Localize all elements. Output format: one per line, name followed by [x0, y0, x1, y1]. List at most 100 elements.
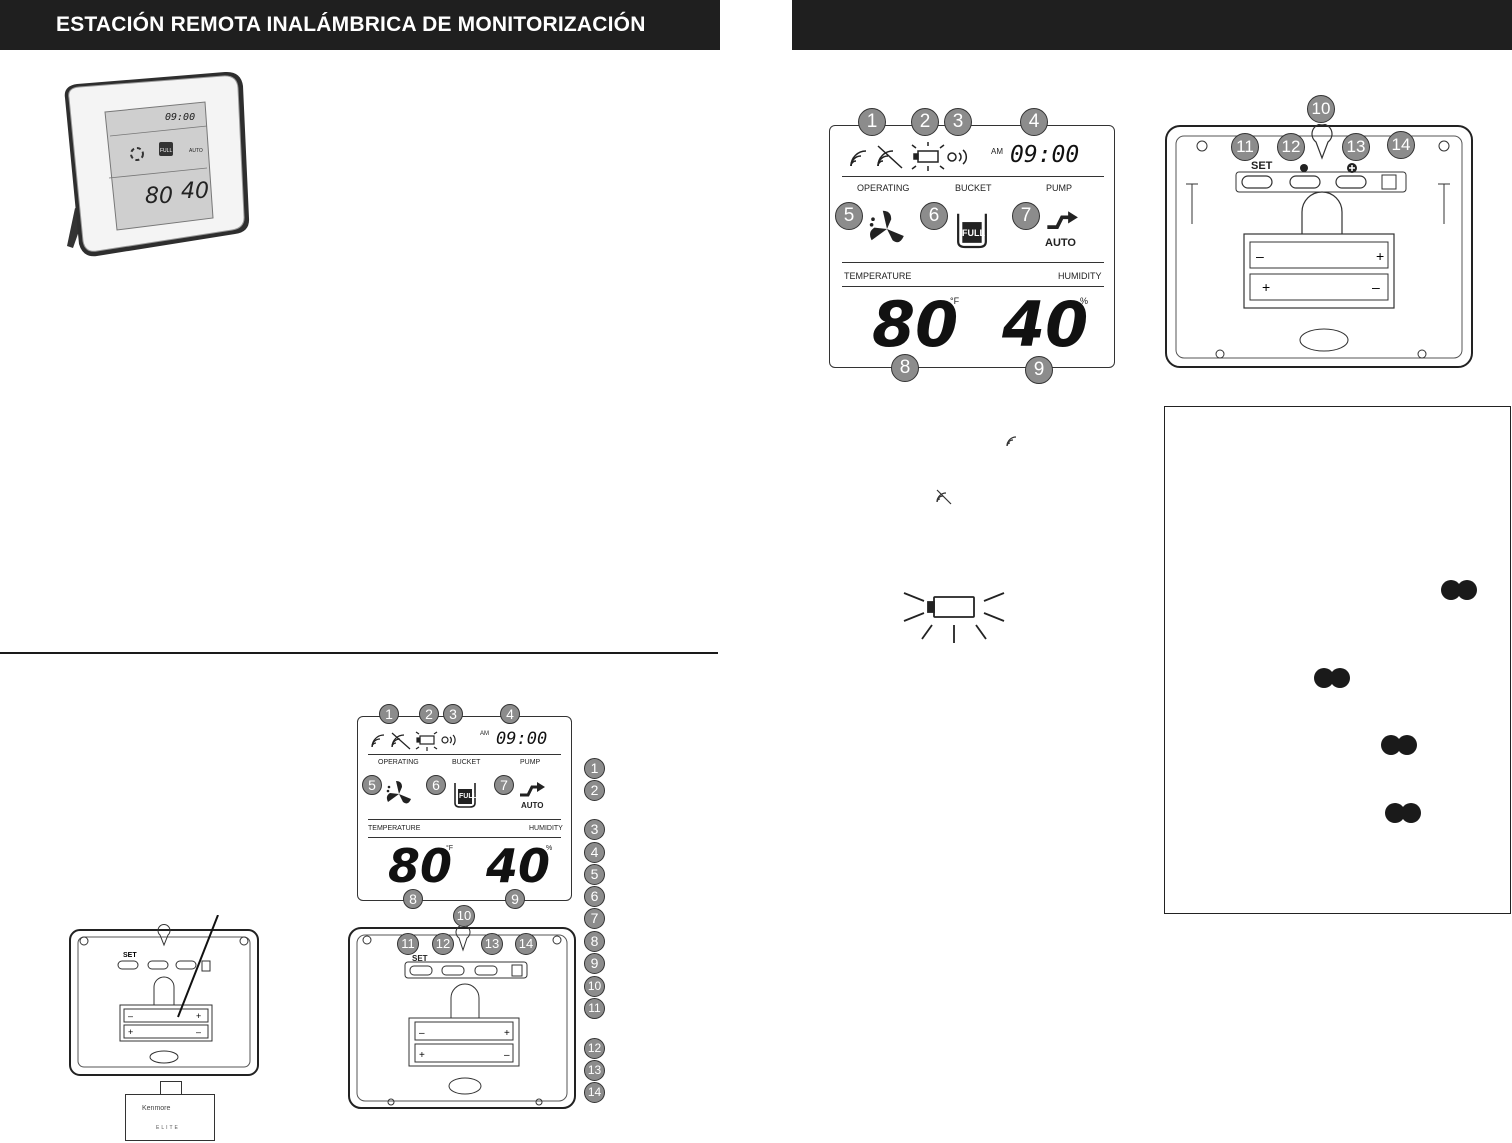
large-bucket-icon: [957, 213, 987, 249]
large-back-set-label: SET: [1251, 160, 1273, 172]
device-photo: 09:00 80 40 FULL AUTO: [64, 71, 250, 257]
small-callout-5: 5: [362, 775, 382, 795]
no-signal-icon: [877, 145, 903, 169]
inline-signal-icon: [1006, 436, 1017, 447]
right-header-bar: [792, 0, 1512, 50]
small-callout-13: 13: [481, 933, 503, 955]
svg-text:–: –: [1256, 248, 1264, 264]
button-marker-1a: [1441, 580, 1461, 600]
svg-text:+: +: [419, 1050, 425, 1061]
button-marker-2a: [1314, 668, 1334, 688]
small-callout-14: 14: [515, 933, 537, 955]
svg-text:–: –: [419, 1028, 425, 1039]
small-bucket-badge: FULL: [459, 793, 477, 800]
small-am-label: AM: [480, 731, 489, 737]
large-callout-3: 3: [944, 108, 972, 136]
button-marker-3b: [1397, 735, 1417, 755]
small-back-unit: SET – + + –: [69, 915, 259, 1076]
svg-text:–: –: [196, 1027, 201, 1037]
small-callout-12: 12: [432, 933, 454, 955]
battery-icon: [415, 731, 438, 751]
small-humidity-value: 40: [486, 839, 551, 893]
small-callout-10: 10: [453, 905, 475, 927]
large-display: OPERATING BUCKET PUMP TEMPERATURE HUMIDI…: [829, 125, 1115, 368]
svg-text:+: +: [1376, 248, 1384, 264]
small-bucket-label: BUCKET: [452, 759, 481, 766]
legend-number-13: 13: [584, 1060, 605, 1081]
small-time: 09:00: [496, 729, 548, 749]
large-pump-icon: [1047, 211, 1078, 229]
large-callout-6: 6: [920, 202, 948, 230]
large-temperature-unit: °F: [950, 296, 960, 306]
large-pump-label: PUMP: [1046, 183, 1073, 193]
left-header-title: ESTACIÓN REMOTA INALÁMBRICA DE MONITORIZ…: [56, 13, 646, 36]
svg-text:–: –: [128, 1011, 133, 1021]
svg-text:+: +: [196, 1011, 201, 1021]
large-callout-10: 10: [1307, 95, 1335, 123]
small-temperature-unit: °F: [446, 845, 454, 852]
info-box: [1164, 406, 1511, 914]
small-callout-4: 4: [500, 704, 520, 724]
large-callout-9: 9: [1025, 356, 1053, 384]
large-am-label: AM: [991, 147, 1003, 156]
large-callout-5: 5: [835, 202, 863, 230]
large-humidity-unit: %: [1080, 296, 1089, 306]
large-callout-8: 8: [891, 354, 919, 382]
photo-hum: 40: [181, 179, 209, 204]
small-pump-auto: AUTO: [521, 801, 544, 810]
button-marker-1b: [1457, 580, 1477, 600]
inline-battery-icon: [903, 592, 1005, 643]
large-temperature-value: 80: [872, 288, 959, 361]
left-header-bar: ESTACIÓN REMOTA INALÁMBRICA DE MONITORIZ…: [0, 0, 720, 50]
large-bucket-label: BUCKET: [955, 183, 992, 193]
button-marker-4b: [1401, 803, 1421, 823]
button-marker-3a: [1381, 735, 1401, 755]
svg-text:+: +: [504, 1028, 510, 1039]
small-status-icons: [371, 731, 456, 751]
large-fan-icon: [869, 210, 904, 243]
small-temperature-value: 80: [388, 839, 453, 893]
legend-number-2: 2: [584, 780, 605, 801]
legend-number-11: 11: [584, 998, 605, 1019]
small-bucket-icon: [454, 783, 476, 808]
large-callout-7: 7: [1012, 202, 1040, 230]
legend-number-9: 9: [584, 953, 605, 974]
large-callout-11: 11: [1231, 133, 1259, 161]
small-callout-7: 7: [494, 775, 514, 795]
small-callout-1: 1: [379, 704, 399, 724]
large-status-icons: [850, 142, 968, 171]
large-temperature-label: TEMPERATURE: [844, 271, 912, 281]
signal-icon: [371, 734, 385, 748]
elite-brand: Kenmore: [142, 1105, 171, 1112]
large-humidity-value: 40: [1002, 288, 1089, 361]
small-callout-6: 6: [426, 775, 446, 795]
button-marker-4a: [1385, 803, 1405, 823]
large-callout-2: 2: [911, 108, 939, 136]
legend-number-6: 6: [584, 886, 605, 907]
photo-time: 09:00: [165, 112, 195, 123]
elite-badge-tab: [160, 1081, 182, 1095]
large-operating-label: OPERATING: [857, 183, 910, 193]
small-callout-8: 8: [403, 889, 423, 909]
small-humidity-unit: %: [546, 845, 553, 852]
legend-number-1: 1: [584, 758, 605, 779]
small-callout-11: 11: [397, 933, 419, 955]
signal-icon: [850, 150, 867, 167]
large-pump-auto: AUTO: [1045, 237, 1076, 249]
elite-line: ELITE: [156, 1125, 180, 1131]
legend-number-7: 7: [584, 908, 605, 929]
large-bucket-badge: FULL: [962, 228, 985, 238]
battery-icon: [911, 142, 945, 171]
inline-no-signal-icon: [936, 489, 952, 505]
small-humidity-label: HUMIDITY: [529, 825, 563, 832]
large-callout-14: 14: [1387, 131, 1415, 159]
buzzer-icon: [947, 149, 968, 165]
large-time: 09:00: [1010, 142, 1080, 168]
small-callout-2: 2: [419, 704, 439, 724]
no-signal-icon: [391, 732, 411, 750]
svg-text:+: +: [128, 1027, 133, 1037]
small-pump-label: PUMP: [520, 759, 541, 766]
large-callout-4: 4: [1020, 108, 1048, 136]
large-callout-12: 12: [1277, 133, 1305, 161]
small-temperature-label: TEMPERATURE: [368, 825, 421, 832]
